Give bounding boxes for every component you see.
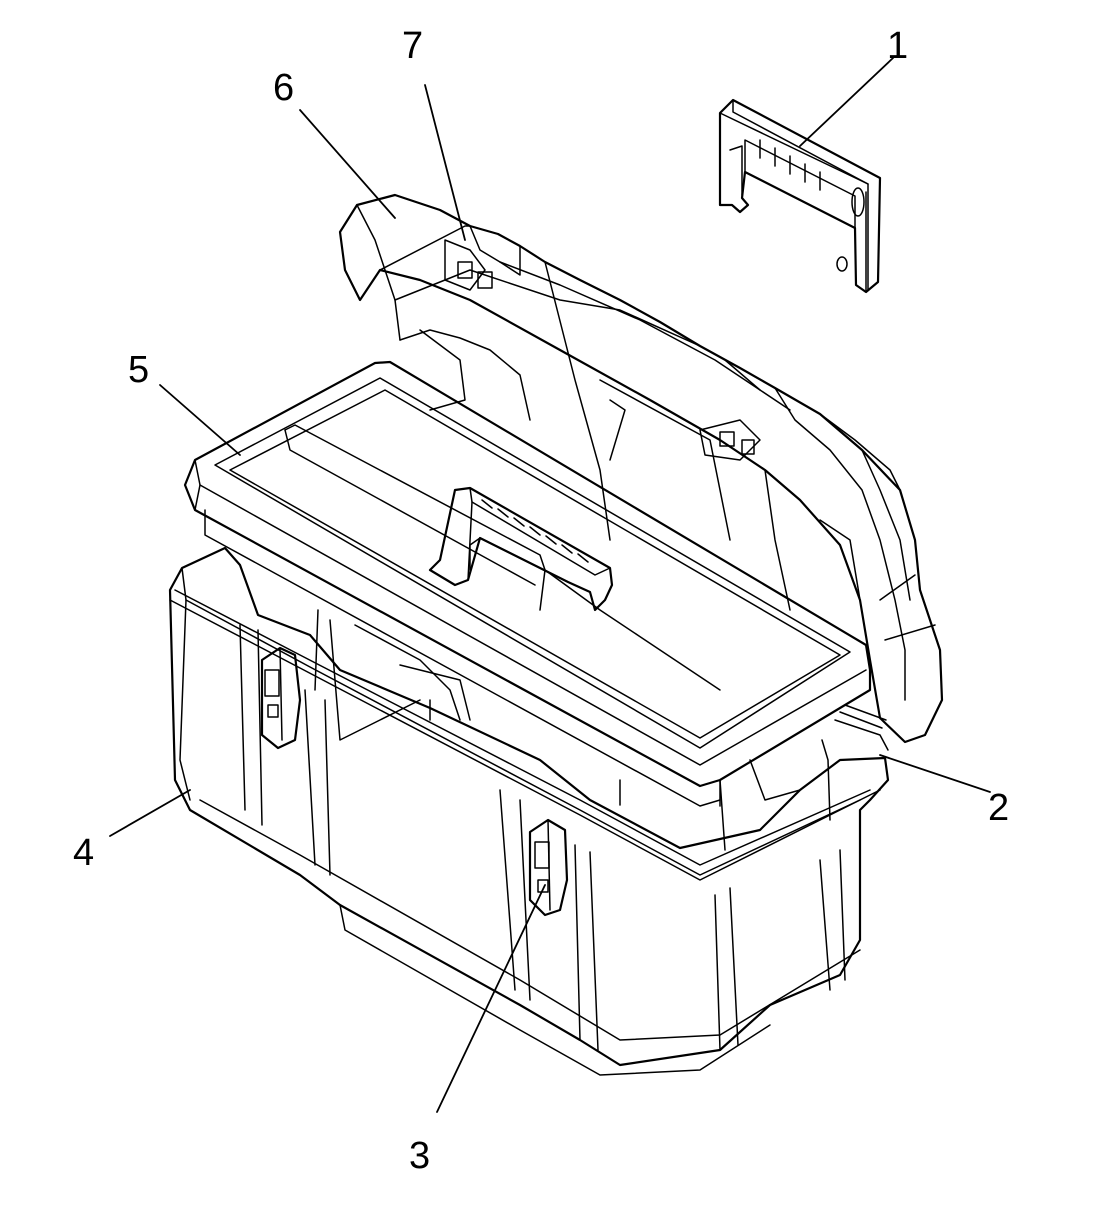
lid-part bbox=[338, 193, 944, 744]
callout-6: 6 bbox=[273, 67, 294, 109]
leader-4 bbox=[109, 789, 191, 837]
leader-5 bbox=[159, 384, 241, 456]
leader-6 bbox=[299, 109, 396, 219]
leader-lines bbox=[109, 57, 991, 1113]
callout-4: 4 bbox=[73, 832, 94, 874]
leader-1 bbox=[799, 57, 894, 147]
tray-part bbox=[183, 360, 872, 807]
callout-7: 7 bbox=[402, 25, 423, 67]
callout-1: 1 bbox=[887, 25, 908, 67]
leader-2 bbox=[879, 754, 991, 793]
callout-2: 2 bbox=[988, 787, 1009, 829]
callout-5: 5 bbox=[128, 349, 149, 391]
handle-part bbox=[718, 98, 882, 294]
base-part bbox=[168, 546, 890, 1076]
latch-part bbox=[260, 646, 569, 917]
callout-3: 3 bbox=[409, 1135, 430, 1177]
leader-3 bbox=[436, 884, 546, 1113]
callout-labels: 1 2 3 4 5 6 7 bbox=[73, 25, 1009, 1177]
leader-7 bbox=[424, 84, 466, 241]
